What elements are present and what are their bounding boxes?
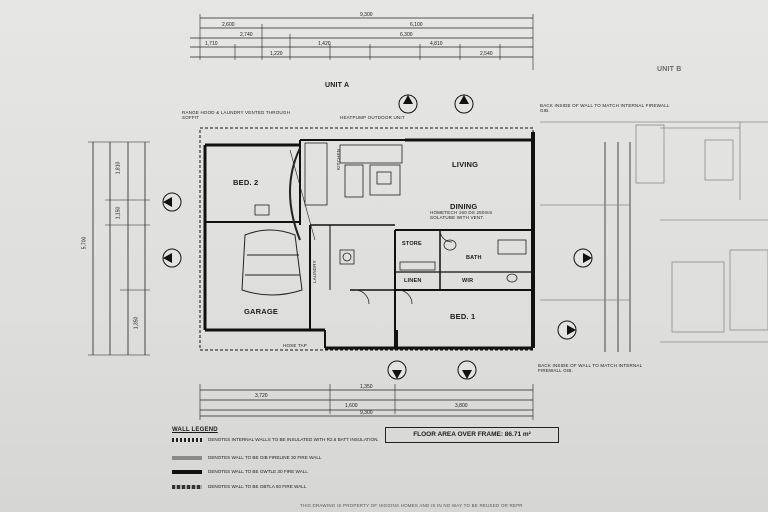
dim-top-1: 2,600 xyxy=(222,22,235,28)
dim-left-4: 1,350 xyxy=(133,316,140,330)
dim-top-8: 1,220 xyxy=(270,51,283,57)
dim-left-3: 1,150 xyxy=(115,206,122,220)
room-store: STORE xyxy=(402,241,422,247)
dim-left-2: 1,810 xyxy=(115,161,122,175)
room-bed-1: BED. 1 xyxy=(450,312,476,321)
dim-top-overall: 9,300 xyxy=(360,12,373,18)
room-garage: GARAGE xyxy=(244,307,279,316)
legend-swatch-dash xyxy=(172,484,202,489)
legend-item-1: DENOTES INTERNAL WALLS TO BE INSULATED W… xyxy=(172,437,379,442)
dim-top-2: 6,100 xyxy=(410,22,423,28)
floor-area-box: FLOOR AREA OVER FRAME: 86.71 m² xyxy=(385,427,559,443)
legend-swatch-gray xyxy=(172,455,202,460)
room-linen: LINEN xyxy=(404,278,422,284)
dim-bottom-2: 3,720 xyxy=(255,393,268,399)
dim-bottom-4: 3,800 xyxy=(455,403,468,409)
dim-top-5: 1,710 xyxy=(205,41,218,47)
laundry-label: LAUNDRY xyxy=(312,260,317,283)
dim-top-4: 6,300 xyxy=(400,32,413,38)
legend-text-3: DENOTES WALL TO BE GWTLE 30 FIRE WALL xyxy=(208,469,308,474)
room-dining: DINING xyxy=(450,202,478,211)
legend-swatch-black xyxy=(172,469,202,474)
legend-text-1: DENOTES INTERNAL WALLS TO BE INSULATED W… xyxy=(208,437,379,442)
legend-item-2: DENOTES WALL TO BE GIB FIRELINE 30 FIRE … xyxy=(172,455,321,460)
dim-left-1: 5,700 xyxy=(81,236,88,250)
unit-a-label: UNIT A xyxy=(325,82,350,89)
dim-top-7: 4,810 xyxy=(430,41,443,47)
hose-tap-note: HOSE TAP xyxy=(283,343,307,348)
kitchen-label: KITCHEN xyxy=(336,148,341,170)
dim-top-9: 2,540 xyxy=(480,51,493,57)
heatpump-note: HEATPUMP OUTDOOR UNIT xyxy=(340,115,405,120)
room-bed-2: BED. 2 xyxy=(233,178,259,187)
room-bath: BATH xyxy=(466,255,482,261)
legend-item-4: DENOTES WALL TO BE GBTLA 60 FIRE WALL xyxy=(172,484,306,489)
back-wall-note-top: BACK INSIDE OF WALL TO MATCH INTERNAL FI… xyxy=(540,103,670,113)
legend-item-3: DENOTES WALL TO BE GWTLE 30 FIRE WALL xyxy=(172,469,308,474)
wall-legend-title: WALL LEGEND xyxy=(172,427,218,433)
dim-bottom-1: 1,350 xyxy=(360,384,373,390)
dim-bottom-overall: 9,300 xyxy=(360,410,373,416)
back-wall-note-bottom: BACK INSIDE OF WALL TO MATCH INTERNAL FI… xyxy=(538,363,643,373)
dim-top-3: 2,740 xyxy=(240,32,253,38)
range-hood-note: RANGE HOOD & LAUNDRY VENTED THROUGH SOFF… xyxy=(182,110,291,120)
footer-note: THIS DRAWING IS PROPERTY OF HIGGINS HOME… xyxy=(300,503,523,508)
room-wir: WIR xyxy=(462,278,474,284)
hometech-note: HOMETECH 160 DS 250mm SOLATUBE WITH VENT… xyxy=(430,210,493,220)
dim-top-6: 1,420 xyxy=(318,41,331,47)
legend-swatch-hatch xyxy=(172,437,202,442)
legend-text-2: DENOTES WALL TO BE GIB FIRELINE 30 FIRE … xyxy=(208,455,322,460)
room-living: LIVING xyxy=(452,160,479,169)
legend-text-4: DENOTES WALL TO BE GBTLA 60 FIRE WALL xyxy=(208,484,307,489)
dim-bottom-3: 1,600 xyxy=(345,403,358,409)
unit-b-label: UNIT B xyxy=(657,66,682,73)
